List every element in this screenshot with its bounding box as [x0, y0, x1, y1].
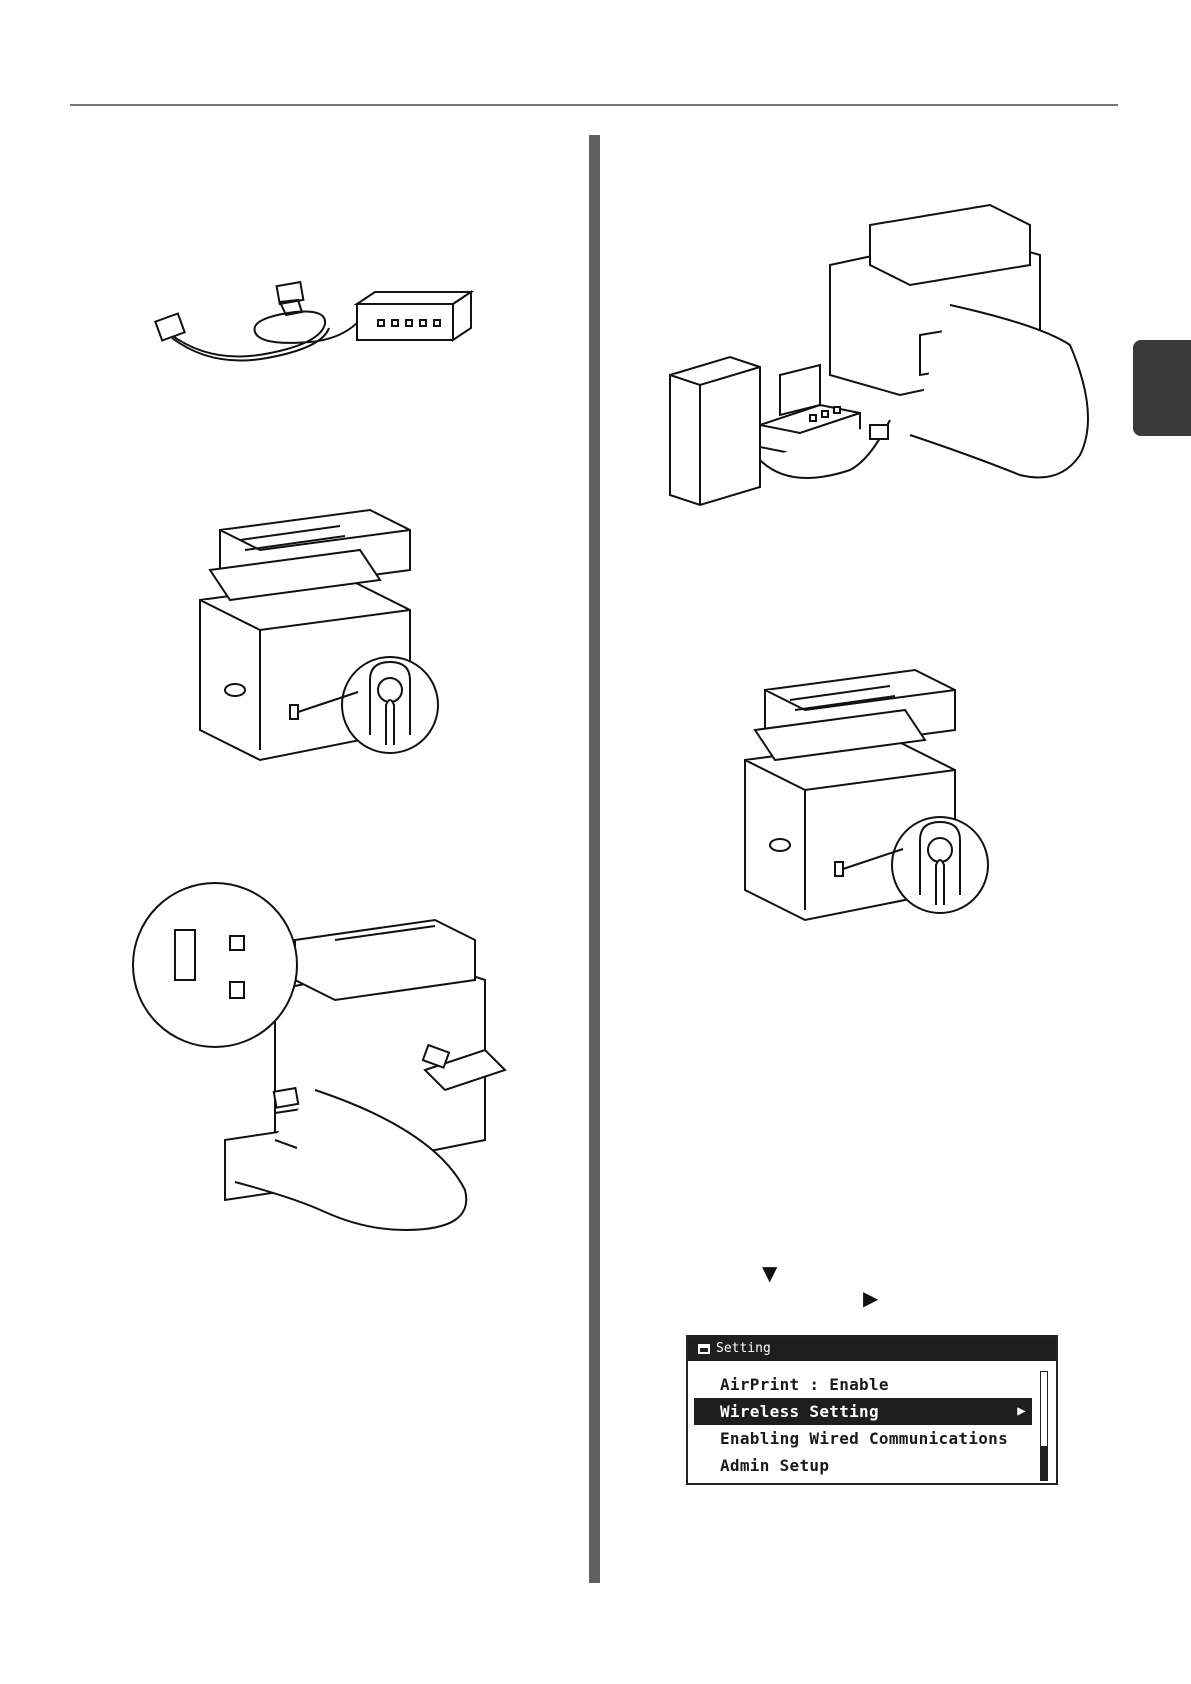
menu-item-airprint[interactable]: AirPrint : Enable: [688, 1371, 1056, 1398]
menu-icon: [698, 1344, 710, 1354]
menu-item-admin-setup[interactable]: Admin Setup: [688, 1452, 1056, 1479]
column-divider: [589, 135, 600, 1583]
lcd-setting-menu: Setting AirPrint : Enable Wireless Setti…: [686, 1335, 1058, 1485]
printer-power-switch-illustration: [190, 490, 450, 770]
lcd-scrollbar: [1040, 1371, 1048, 1481]
computer-hub-printer-connection-illustration: [660, 195, 1090, 525]
chapter-tab: [1133, 340, 1191, 436]
scroll-thumb: [1041, 1446, 1047, 1480]
menu-item-wireless-setting[interactable]: Wireless Setting ▶: [694, 1398, 1032, 1425]
down-arrow-icon: ▼: [762, 1263, 777, 1283]
printer-rear-lan-port-illustration: [135, 900, 515, 1240]
lan-cable-and-hub-illustration: [150, 272, 490, 382]
menu-item-label: Wireless Setting: [720, 1402, 879, 1421]
header-rule: [70, 104, 1118, 106]
right-arrow-icon: ▶: [1017, 1398, 1026, 1425]
lcd-header: Setting: [688, 1337, 1056, 1361]
printer-power-switch-illustration-2: [735, 640, 1005, 930]
lcd-title: Setting: [716, 1337, 771, 1361]
right-arrow-icon: ▶: [863, 1288, 878, 1308]
menu-item-enabling-wired[interactable]: Enabling Wired Communications: [688, 1425, 1056, 1452]
